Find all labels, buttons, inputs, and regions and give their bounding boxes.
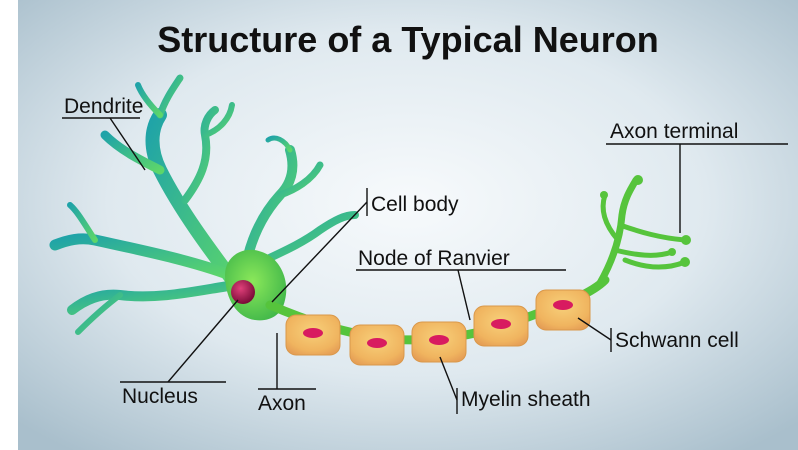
schwann-cell-segment [350,325,404,365]
left-margin [0,0,18,450]
label-myelin-sheath: Myelin sheath [461,388,591,411]
schwann-cell-segment [474,306,528,346]
schwann-nucleus [429,335,449,345]
terminal-knob [633,175,643,185]
label-axon-terminal: Axon terminal [610,120,738,143]
schwann-cell-segment [286,315,340,355]
terminal-knob [681,235,691,245]
schwann-nucleus [367,338,387,348]
terminal-knob [668,248,676,256]
label-cell-body: Cell body [371,193,459,216]
nucleus [231,280,255,304]
schwann-nucleus [491,319,511,329]
schwann-cell-segment [536,290,590,330]
label-schwann-cell: Schwann cell [615,329,739,352]
label-dendrite: Dendrite [64,95,143,118]
label-nucleus: Nucleus [122,385,198,408]
terminal-knob [680,257,690,267]
label-axon: Axon [258,392,306,415]
schwann-cell-segment [412,322,466,362]
diagram-title: Structure of a Typical Neuron [157,19,658,60]
schwann-nucleus [303,328,323,338]
label-node-of-ranvier: Node of Ranvier [358,247,510,270]
terminal-knob [600,191,608,199]
schwann-nucleus [553,300,573,310]
